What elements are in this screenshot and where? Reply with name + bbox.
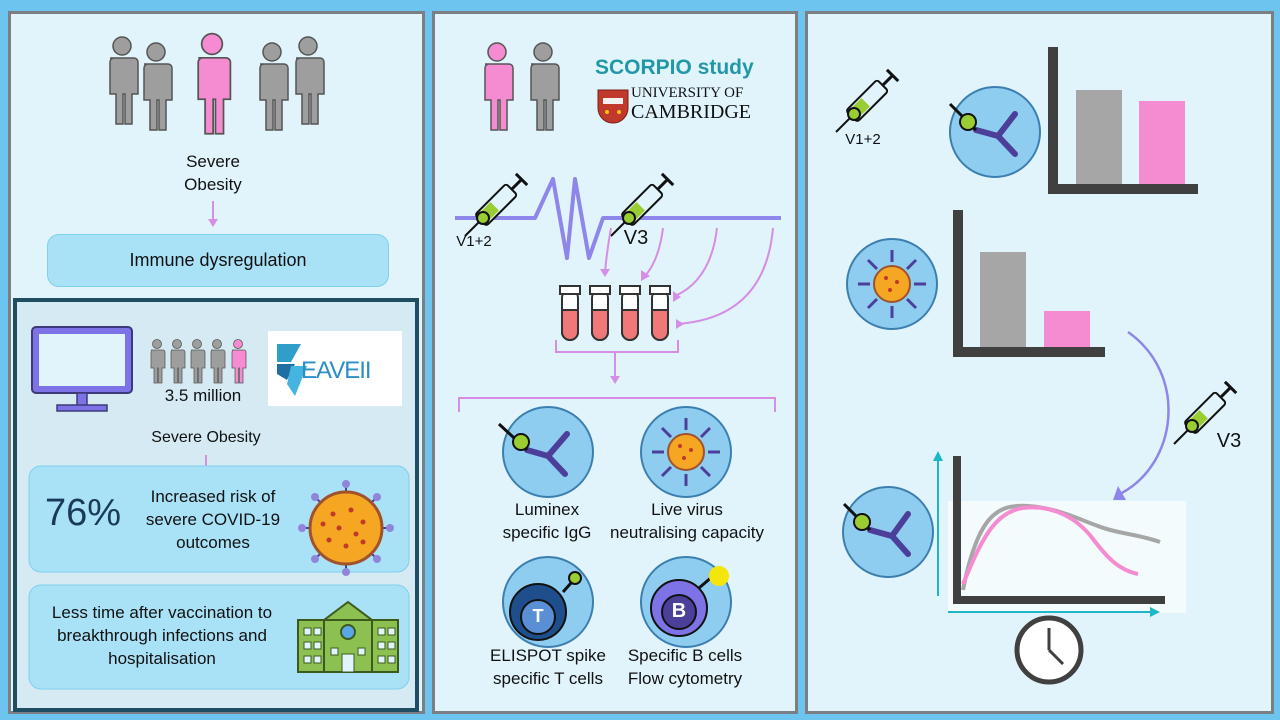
population-label: 3.5 million bbox=[164, 386, 242, 405]
eave-logo-text: EAVEII bbox=[301, 357, 372, 384]
v12-label: V1+2 bbox=[456, 233, 492, 250]
v3-label: V3 bbox=[1216, 430, 1242, 452]
scorpio-panel: SCORPIO study UNIVERSITY OF CAMBRIDGE V1… bbox=[432, 11, 798, 714]
scorpio-panel-graphics bbox=[455, 42, 781, 648]
antibody-icon bbox=[948, 86, 1041, 178]
response-panel: V1+2 V3 bbox=[805, 11, 1274, 714]
syringe-icon bbox=[1173, 380, 1238, 445]
breakthrough-text: Less time after vaccination to breakthro… bbox=[51, 603, 273, 668]
monitor-icon bbox=[31, 326, 133, 412]
b-cell-letter: B bbox=[671, 600, 687, 622]
syringe-icon bbox=[835, 68, 900, 133]
stat-percent: 76% bbox=[44, 492, 122, 534]
response-wave-line bbox=[455, 177, 781, 260]
stat-text: Increased risk of severe COVID-19 outcom… bbox=[145, 487, 281, 552]
v3-label: V3 bbox=[623, 227, 649, 249]
clock-icon bbox=[1014, 615, 1084, 685]
virus-icon bbox=[298, 480, 394, 576]
severe-obesity-label: Severe Obesity bbox=[184, 152, 242, 194]
university-line2: CAMBRIDGE bbox=[631, 101, 752, 123]
neutralisation-virus-icon bbox=[846, 238, 938, 330]
assay-label-neutralisation: Live virus neutralising capacity bbox=[609, 500, 765, 542]
bracket-arrow bbox=[458, 340, 776, 412]
people-group-icon bbox=[109, 32, 325, 135]
response-panel-graphics bbox=[835, 47, 1238, 685]
hospital-icon bbox=[297, 600, 399, 673]
bar-grey bbox=[980, 252, 1026, 347]
syringe-icon bbox=[464, 172, 529, 237]
antibody-icon bbox=[842, 486, 934, 578]
blood-tubes-icon bbox=[559, 285, 671, 341]
b-cell-icon bbox=[640, 556, 732, 648]
study-title: SCORPIO study bbox=[595, 56, 754, 79]
obesity-panel: Severe Obesity Immune dysregulation EAVE… bbox=[8, 11, 425, 714]
immune-dysregulation-box: Immune dysregulation bbox=[47, 234, 389, 287]
elispot-t-cell-icon bbox=[502, 556, 594, 648]
eave-logo-icon bbox=[277, 344, 307, 396]
severe-obesity-subtitle: Severe Obesity bbox=[151, 429, 261, 446]
university-line1: UNIVERSITY OF bbox=[631, 85, 744, 101]
assay-label-luminex: Luminex specific IgG bbox=[502, 500, 592, 542]
sampling-arrows bbox=[604, 227, 774, 325]
line-chart-waning bbox=[933, 451, 1186, 617]
neutralisation-virus-icon bbox=[640, 406, 732, 498]
bar-pink bbox=[1139, 101, 1185, 184]
bar-pink bbox=[1044, 311, 1090, 347]
booster-arrow bbox=[1119, 330, 1170, 496]
obesity-panel-graphics bbox=[13, 32, 419, 712]
cambridge-crest-icon bbox=[597, 89, 629, 124]
bar-grey bbox=[1076, 90, 1122, 184]
t-cell-letter: T bbox=[532, 606, 544, 626]
v12-label: V1+2 bbox=[845, 131, 881, 148]
syringe-icon bbox=[610, 172, 675, 237]
assay-label-elispot: ELISPOT spike specific T cells bbox=[490, 646, 606, 688]
bar-chart-neutralisation bbox=[953, 210, 1105, 357]
arrow-down-icon bbox=[208, 201, 218, 227]
bar-chart-antibody bbox=[1048, 47, 1198, 194]
two-people-icon bbox=[484, 42, 560, 131]
assay-label-bcells: Specific B cells Flow cytometry bbox=[627, 646, 743, 688]
luminex-antibody-icon bbox=[497, 406, 594, 498]
